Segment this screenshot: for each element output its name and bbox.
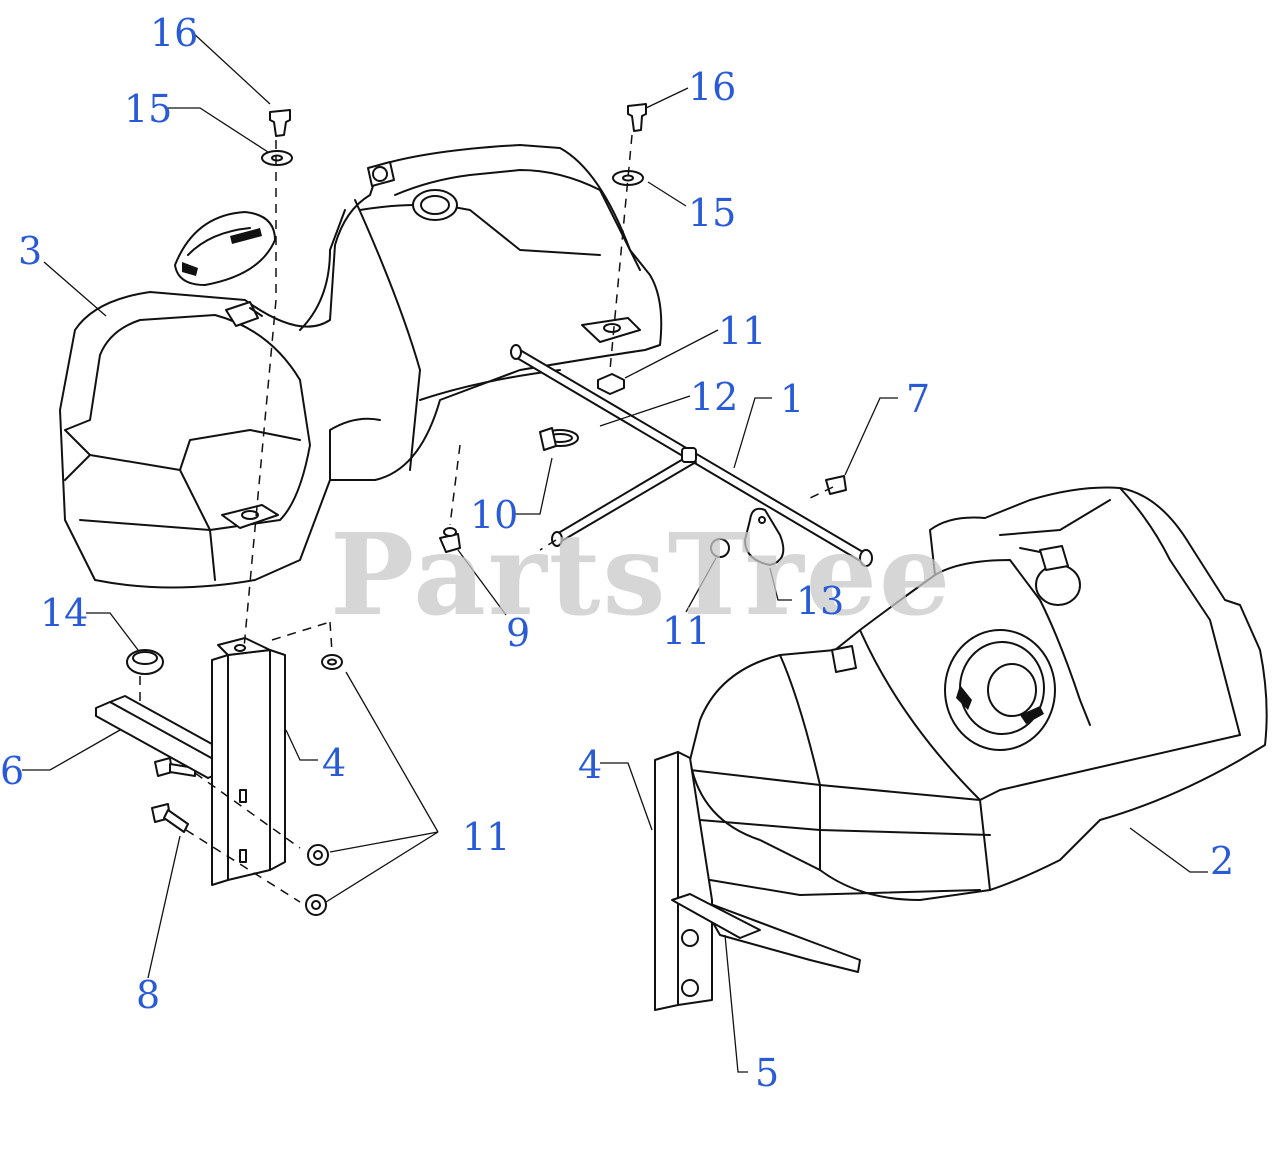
right-fuel-tank <box>689 486 1268 973</box>
leader-lines <box>22 31 1208 1073</box>
callout-12[interactable]: 12 <box>690 375 739 419</box>
callout-4[interactable]: 4 <box>578 743 603 787</box>
callout-16[interactable]: 16 <box>150 11 199 55</box>
assembly-lines <box>139 134 834 903</box>
callout-3[interactable]: 3 <box>18 229 43 273</box>
watermark: PartsTree <box>330 510 953 641</box>
callout-1[interactable]: 1 <box>780 377 805 421</box>
callout-4[interactable]: 4 <box>322 741 347 785</box>
right-brackets <box>654 751 761 1011</box>
callout-10[interactable]: 10 <box>470 493 519 537</box>
callout-11[interactable]: 11 <box>718 309 767 353</box>
callout-8[interactable]: 8 <box>136 973 161 1017</box>
left-fuel-tank <box>59 144 663 589</box>
callout-7[interactable]: 7 <box>906 377 931 421</box>
hardware <box>126 103 847 916</box>
callout-15[interactable]: 15 <box>688 191 737 235</box>
callout-15[interactable]: 15 <box>124 87 173 131</box>
callout-13[interactable]: 13 <box>796 579 845 623</box>
callout-9[interactable]: 9 <box>506 611 531 655</box>
callout-11[interactable]: 11 <box>462 815 511 859</box>
fuel-line-assembly <box>510 344 873 567</box>
callout-14[interactable]: 14 <box>40 591 89 635</box>
callout-11[interactable]: 11 <box>662 609 711 653</box>
callout-5[interactable]: 5 <box>755 1051 780 1095</box>
callout-6[interactable]: 6 <box>0 749 25 793</box>
callout-2[interactable]: 2 <box>1210 839 1235 883</box>
callout-16[interactable]: 16 <box>688 65 737 109</box>
left-brackets <box>95 637 286 886</box>
